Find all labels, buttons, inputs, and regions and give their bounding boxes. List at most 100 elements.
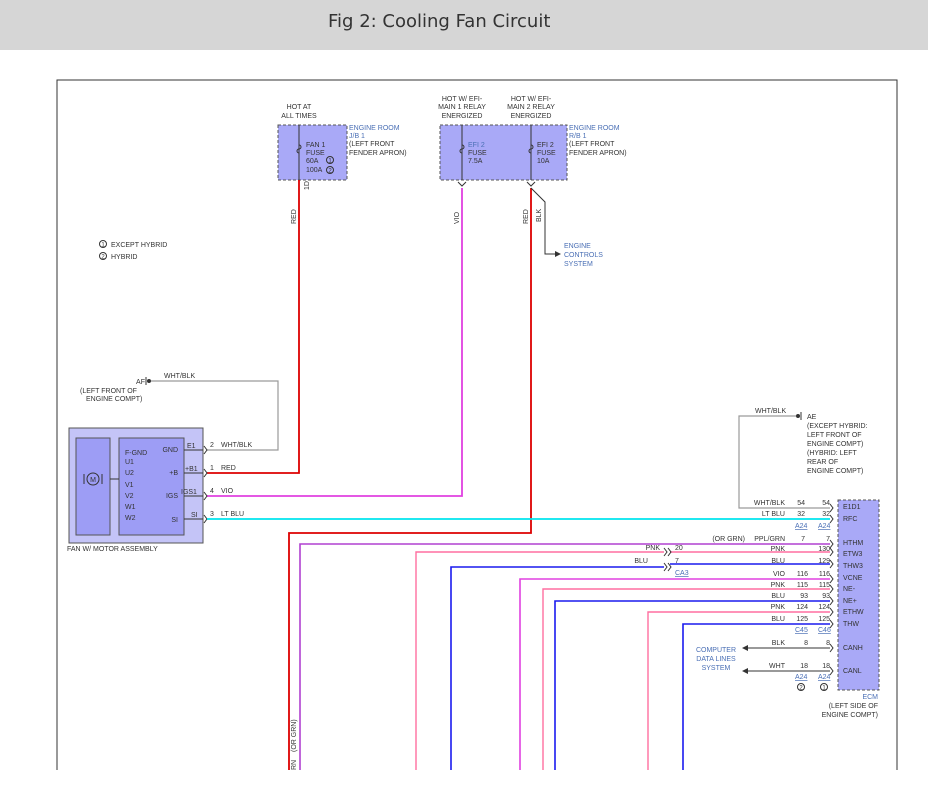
svg-text:RED: RED [221, 465, 236, 472]
svg-text:PNK: PNK [771, 604, 786, 611]
svg-text:REAR OF: REAR OF [807, 459, 838, 466]
svg-text:1: 1 [210, 465, 214, 472]
svg-text:ENERGIZED: ENERGIZED [511, 113, 552, 120]
fuse-box-efi2: HOT W/ EFI- MAIN 1 RELAY ENERGIZED HOT W… [438, 96, 627, 187]
svg-text:WHT/BLK: WHT/BLK [755, 408, 786, 415]
svg-text:SI: SI [171, 517, 178, 524]
svg-text:U2: U2 [125, 470, 134, 477]
svg-text:E1D1: E1D1 [843, 504, 861, 511]
svg-text:100A: 100A [306, 167, 323, 174]
svg-text:124: 124 [796, 604, 808, 611]
page-title: Fig 2: Cooling Fan Circuit [328, 11, 551, 32]
svg-text:WHT/BLK: WHT/BLK [164, 373, 195, 380]
svg-text:HOT AT: HOT AT [287, 104, 312, 111]
svg-text:116: 116 [797, 571, 808, 578]
svg-text:ENGINE COMPT): ENGINE COMPT) [807, 468, 863, 475]
svg-text:HOT W/ EFI-: HOT W/ EFI- [511, 96, 552, 103]
svg-text:ENGINE COMPT): ENGINE COMPT) [86, 396, 142, 403]
svg-text:WHT: WHT [769, 663, 786, 670]
svg-text:(LEFT SIDE OF: (LEFT SIDE OF [829, 703, 878, 710]
svg-text:LT BLU: LT BLU [221, 511, 244, 518]
svg-text:W2: W2 [125, 515, 136, 522]
svg-text:PNK: PNK [771, 582, 786, 589]
svg-text:WHT/BLK: WHT/BLK [754, 500, 785, 507]
svg-text:SI: SI [191, 512, 198, 519]
svg-text:SYSTEM: SYSTEM [702, 665, 731, 672]
svg-text:(LEFT FRONT: (LEFT FRONT [569, 141, 615, 148]
svg-text:C46: C46 [818, 627, 831, 634]
svg-text:8: 8 [804, 640, 808, 647]
svg-text:125: 125 [818, 616, 830, 623]
svg-text:2: 2 [101, 255, 105, 261]
svg-text:(LEFT FRONT: (LEFT FRONT [349, 141, 395, 148]
svg-text:7: 7 [801, 536, 805, 543]
svg-text:GND: GND [162, 447, 178, 454]
svg-text:FENDER APRON): FENDER APRON) [349, 150, 407, 157]
svg-text:54: 54 [822, 500, 830, 507]
svg-text:THW3: THW3 [843, 563, 863, 570]
svg-text:116: 116 [819, 571, 830, 578]
fan-motor-assembly: M F-GND U1 U2 V1 V2 W1 W2 GND +B IGS SI … [67, 427, 252, 553]
svg-text:20: 20 [675, 545, 683, 552]
svg-text:BLU: BLU [771, 593, 785, 600]
can-lines: COMPUTER DATA LINES SYSTEM [696, 645, 830, 674]
svg-text:PPL/GRN: PPL/GRN [754, 536, 785, 543]
svg-text:EFI 2: EFI 2 [468, 142, 485, 149]
svg-text:IGS1: IGS1 [181, 489, 197, 496]
svg-text:130: 130 [818, 546, 830, 553]
svg-text:RFC: RFC [843, 516, 857, 523]
svg-text:FENDER APRON): FENDER APRON) [569, 150, 627, 157]
svg-text:FUSE: FUSE [468, 150, 487, 157]
svg-text:1: 1 [328, 159, 332, 165]
svg-text:ECM: ECM [862, 694, 878, 701]
svg-text:8: 8 [826, 640, 830, 647]
svg-text:HOT W/ EFI-: HOT W/ EFI- [442, 96, 483, 103]
svg-text:FUSE: FUSE [306, 150, 325, 157]
wire-blk-efi2 [530, 187, 556, 255]
svg-text:7: 7 [826, 536, 830, 543]
svg-text:FAN 1: FAN 1 [306, 142, 326, 149]
svg-text:LEFT FRONT OF: LEFT FRONT OF [807, 432, 862, 439]
wire-pnk-20 [415, 551, 664, 770]
svg-text:125: 125 [796, 616, 808, 623]
wire-blu-125 [682, 623, 830, 770]
svg-text:HYBRID: HYBRID [111, 254, 137, 261]
svg-text:VIO: VIO [221, 488, 234, 495]
svg-text:RED: RED [523, 209, 530, 224]
svg-text:V2: V2 [125, 493, 134, 500]
svg-text:10A: 10A [537, 158, 550, 165]
svg-text:WHT/BLK: WHT/BLK [221, 442, 252, 449]
svg-text:18: 18 [800, 663, 808, 670]
svg-text:1: 1 [101, 243, 105, 249]
svg-text:THW: THW [843, 621, 859, 628]
svg-text:PNK: PNK [646, 545, 661, 552]
svg-text:CANL: CANL [843, 668, 862, 675]
svg-text:C45: C45 [795, 627, 808, 634]
svg-text:124: 124 [818, 604, 830, 611]
svg-text:VIO: VIO [454, 211, 461, 224]
svg-text:(EXCEPT HYBRID:: (EXCEPT HYBRID: [807, 423, 868, 430]
engine-controls-label: ENGINE CONTROLS SYSTEM [564, 243, 603, 268]
svg-text:7.5A: 7.5A [468, 158, 483, 165]
wire-vio-116 [519, 578, 830, 770]
svg-text:E1: E1 [187, 443, 196, 450]
svg-text:32: 32 [797, 511, 805, 518]
ground-af: AF WHT/BLK (LEFT FRONT OF ENGINE COMPT) [80, 373, 279, 451]
svg-text:SYSTEM: SYSTEM [564, 261, 593, 268]
svg-text:MAIN 1 RELAY: MAIN 1 RELAY [438, 104, 486, 111]
svg-text:F-GND: F-GND [125, 450, 147, 457]
svg-text:BLK: BLK [772, 640, 786, 647]
wire-blu-93 [554, 600, 830, 770]
svg-text:BLU: BLU [771, 616, 785, 623]
svg-text:1: 1 [822, 686, 826, 692]
svg-text:CONTROLS: CONTROLS [564, 252, 603, 259]
svg-text:CA3: CA3 [675, 570, 689, 577]
svg-text:(HYBRID: LEFT: (HYBRID: LEFT [807, 450, 858, 457]
svg-text:RN: RN [291, 760, 298, 770]
svg-text:(LEFT FRONT OF: (LEFT FRONT OF [80, 388, 137, 395]
svg-text:BLU: BLU [634, 558, 648, 565]
header-bar: Fig 2: Cooling Fan Circuit [0, 0, 928, 50]
svg-text:V1: V1 [125, 482, 134, 489]
fuse-box-fan1: HOT AT ALL TIMES FAN 1 FUSE 60A 100A 1 2… [277, 104, 407, 190]
